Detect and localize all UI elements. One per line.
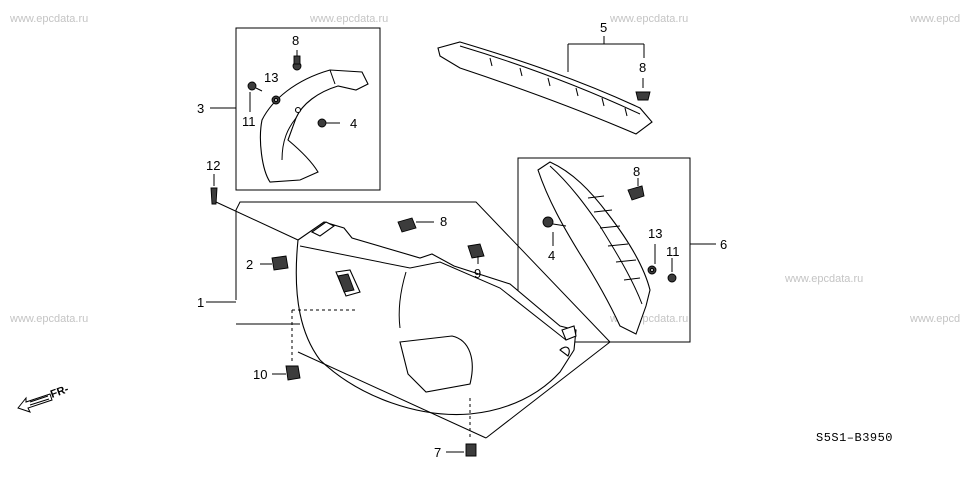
direction-label: FR- (49, 383, 71, 401)
callout-10: 10 (253, 367, 267, 382)
callout-8: 8 (633, 164, 640, 179)
hook-clip (271, 255, 289, 271)
callout-13: 13 (648, 226, 662, 241)
watermark: www.epcdata.ru (609, 13, 688, 25)
trim-edge-line (299, 245, 567, 341)
callout-11: 11 (242, 114, 256, 129)
clip-fastener (467, 243, 485, 259)
front-direction-arrow: FR- (17, 383, 71, 413)
trim-ribs (489, 57, 628, 117)
callout-6: 6 (720, 237, 727, 252)
callout-2: 2 (246, 257, 253, 272)
trim-edge-line (281, 117, 297, 161)
trim-ribs (587, 195, 641, 281)
watermark: www.epcdata.ru (9, 13, 88, 25)
trim-tab (310, 221, 336, 237)
callout-7: 7 (434, 445, 441, 460)
clip-fastener (293, 55, 301, 65)
callout-8: 8 (440, 214, 447, 229)
side-trim-panel-right (537, 161, 651, 335)
upper-pillar-trim-left (259, 69, 369, 183)
callout-11: 11 (666, 244, 680, 259)
callout-3: 3 (197, 101, 204, 116)
callout-12: 12 (206, 158, 220, 173)
trim-edge-line (459, 45, 641, 115)
group-box-right (517, 157, 691, 343)
trim-edge-line (398, 271, 407, 329)
diagram-code: S5S1–B3950 (816, 431, 893, 445)
callout-9: 9 (474, 266, 481, 281)
clip-nut (542, 216, 554, 228)
watermark: www.epcdata.ru (909, 13, 960, 25)
trim-edge-line (329, 69, 336, 85)
clip-nut (317, 118, 327, 128)
trim-tab (559, 346, 570, 357)
watermark: www.epcdata.ru (9, 313, 88, 325)
clip-fastener (397, 217, 417, 233)
watermark: www.epcdata.ru (309, 13, 388, 25)
callout-5: 5 (600, 20, 607, 35)
callout-13: 13 (264, 70, 278, 85)
screw (210, 187, 218, 205)
handle-pocket (337, 273, 355, 293)
group-box-upper-left (235, 27, 381, 191)
callout-8: 8 (639, 60, 646, 75)
group-box-main (235, 201, 611, 343)
watermark: www.epcdata.ru (784, 273, 863, 285)
trim-pocket (399, 335, 473, 393)
trim-tab (561, 325, 577, 341)
callout-4: 4 (350, 116, 357, 131)
rear-panel-upper-trim (437, 41, 653, 135)
screw (247, 81, 257, 91)
callout-1: 1 (197, 295, 204, 310)
callout-8: 8 (292, 33, 299, 48)
clip-fastener (635, 91, 651, 101)
clip-fastener (627, 185, 645, 201)
callout-4: 4 (548, 248, 555, 263)
clip-fastener (465, 443, 477, 457)
trim-edge-line (549, 165, 643, 305)
screw (667, 273, 677, 283)
watermark: www.epcdata.ru (909, 313, 960, 325)
clip-fastener (285, 365, 301, 381)
